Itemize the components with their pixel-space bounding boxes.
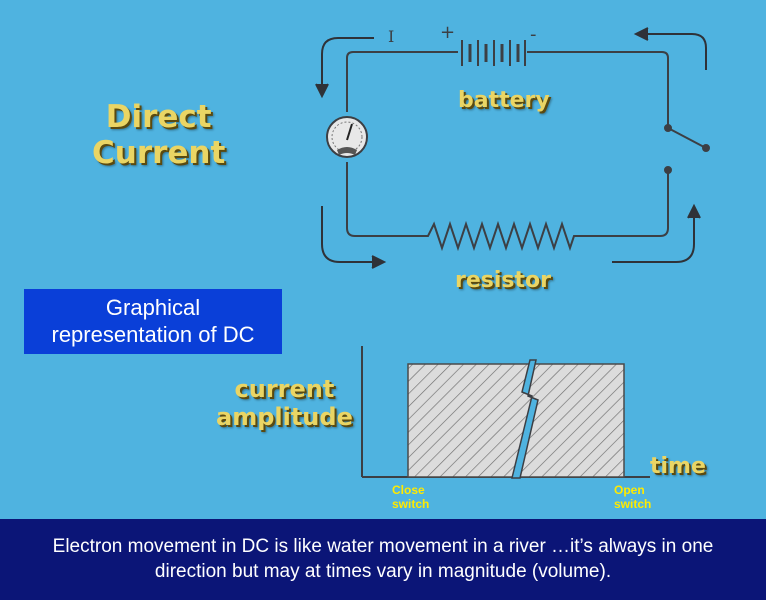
- close-switch-label: Close switch: [392, 483, 429, 512]
- ammeter-icon: [326, 116, 368, 158]
- arrow-bottom-left-icon: [321, 206, 387, 269]
- footer-text: Electron movement in DC is like water mo…: [52, 535, 714, 582]
- open-switch-line-1: Open: [614, 483, 645, 497]
- close-switch-line-1: Close: [392, 483, 425, 497]
- arrow-bottom-right-icon: [612, 203, 701, 263]
- arrow-top-left-icon: [315, 37, 374, 99]
- current-arrows: [315, 27, 707, 269]
- x-axis-label: time: [650, 454, 706, 479]
- footer-caption: Electron movement in DC is like water mo…: [0, 519, 766, 600]
- open-switch-label: Open switch: [614, 483, 651, 512]
- title-line-2: Current: [92, 134, 226, 171]
- plus-symbol: +: [440, 22, 455, 43]
- circuit-wire-bottom-right: [578, 172, 669, 237]
- y-axis-label-line-2: amplitude: [216, 402, 353, 431]
- resistor-symbol: [420, 220, 578, 252]
- circuit: [346, 51, 669, 237]
- title-line-1: Direct: [105, 99, 212, 135]
- current-block: [407, 363, 625, 478]
- y-axis-label: current amplitude: [216, 375, 353, 431]
- battery-symbol: [461, 40, 526, 66]
- arrow-top-right-icon: [633, 27, 707, 70]
- graphical-representation-box: Graphical representation of DC: [24, 289, 282, 354]
- circuit-wire-left-lower: [346, 162, 420, 237]
- minus-symbol: -: [530, 24, 537, 45]
- switch-symbol: [664, 124, 710, 174]
- dc-graph: [361, 346, 650, 479]
- resistor-label: resistor: [455, 268, 551, 293]
- graph-box-line-1: Graphical: [105, 295, 201, 321]
- break-mark: [511, 359, 539, 479]
- circuit-wire-top-left: [346, 51, 458, 65]
- page-title: Direct Current: [92, 99, 226, 171]
- graph-box-line-2: representation of DC: [51, 321, 255, 347]
- y-axis-label-line-1: current: [234, 375, 335, 403]
- close-switch-line-2: switch: [392, 497, 430, 512]
- battery-label: battery: [458, 88, 550, 113]
- open-switch-line-2: switch: [614, 497, 652, 512]
- current-symbol: I: [388, 27, 394, 46]
- circuit-wire-top-right: [527, 51, 669, 126]
